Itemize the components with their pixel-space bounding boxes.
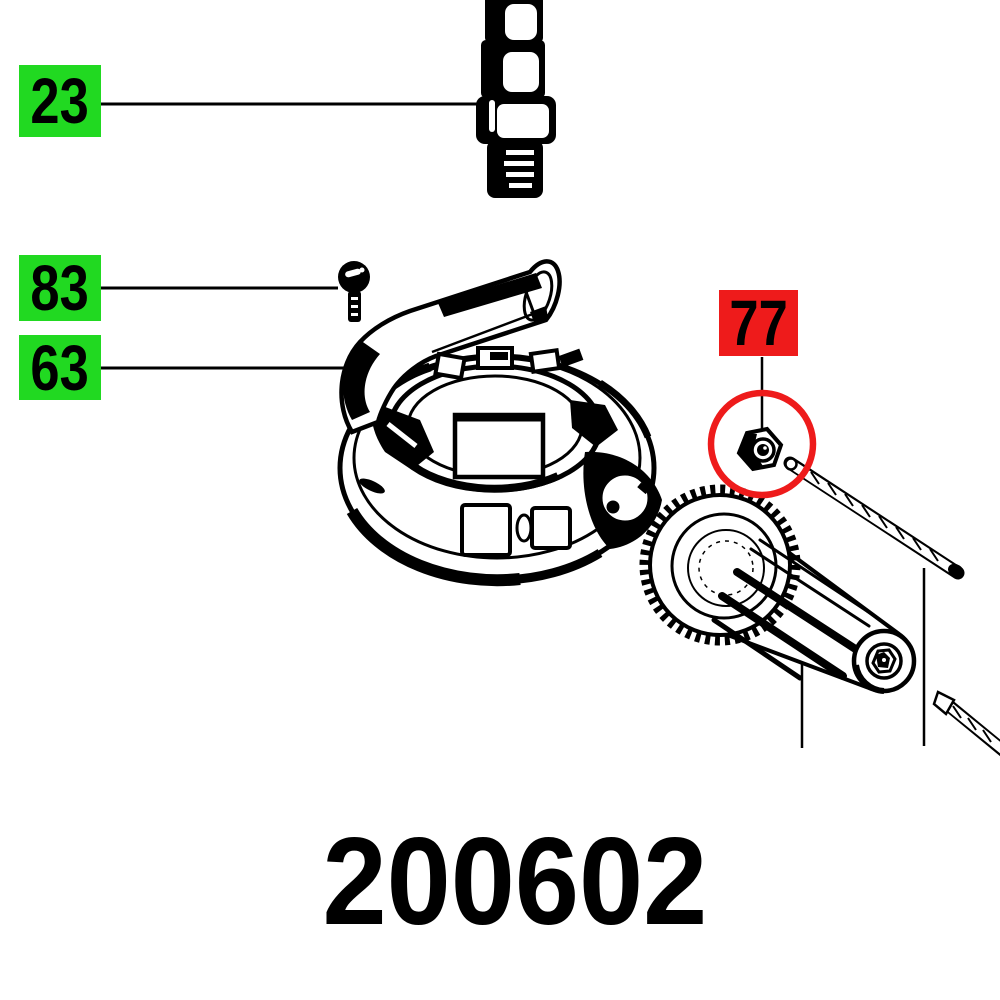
- callout-23-text: 23: [30, 65, 90, 137]
- armature-with-pinion-drawing: [639, 484, 917, 694]
- callout-label-83[interactable]: 83: [19, 255, 101, 321]
- leader-lines: [101, 102, 926, 748]
- callout-label-77[interactable]: 77: [719, 290, 798, 356]
- callout-83-text: 83: [30, 252, 90, 324]
- motor-shaft-rod-drawing: [783, 456, 965, 580]
- callout-label-63[interactable]: 63: [19, 335, 101, 400]
- order-number: 200602: [0, 813, 1000, 951]
- highlight-circle-77: [707, 389, 817, 499]
- hex-nut-drawing: [736, 426, 784, 472]
- callout-63-text: 63: [30, 331, 90, 404]
- callout-label-23[interactable]: 23: [19, 65, 101, 137]
- short-pin-rod-drawing: [932, 690, 1000, 757]
- gear-head-housing-drawing: [337, 259, 662, 587]
- pan-head-screw-drawing: [338, 261, 370, 322]
- spindle-shaft-drawing: [476, 0, 556, 198]
- order-number-text: 200602: [322, 813, 708, 951]
- callout-77-text: 77: [729, 287, 788, 359]
